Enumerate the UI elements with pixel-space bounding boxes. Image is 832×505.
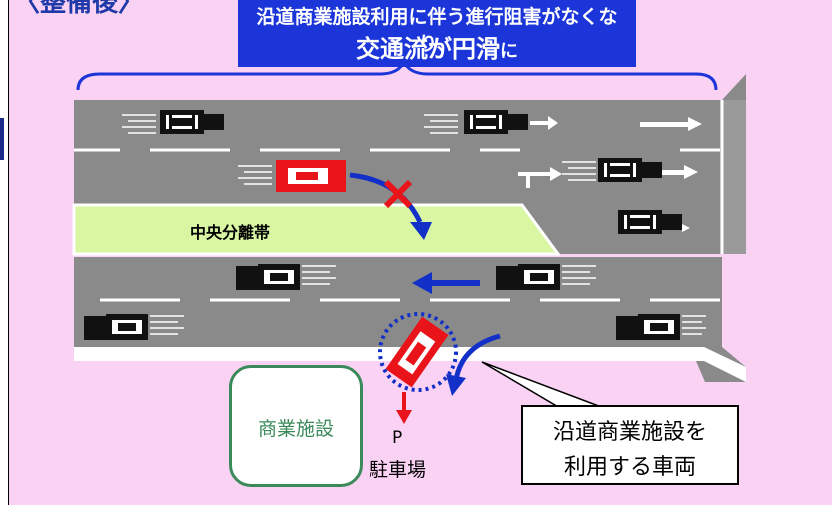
headline-line-2: 交通流が円滑に — [238, 29, 636, 64]
headline-banner: 沿道商業施設利用に伴う進行阻害がなくなり、 交通流が円滑に — [238, 0, 636, 67]
left-tab-marker — [0, 118, 4, 160]
upper-roadway — [74, 74, 746, 254]
left-border — [0, 0, 9, 505]
highlighted-car-icon — [385, 316, 449, 388]
section-brace — [76, 58, 718, 91]
sidewalk-strip — [74, 347, 704, 361]
commercial-facility: 商業施設 — [229, 365, 363, 487]
car-icon — [84, 314, 184, 340]
car-icon — [496, 264, 596, 290]
callout-line-1: 沿道商業施設を — [552, 420, 707, 445]
median-label: 中央分離帯 — [190, 223, 271, 242]
car-icon — [616, 314, 706, 340]
highlighted-car-icon — [237, 160, 346, 192]
road-arrow-marking — [518, 117, 702, 188]
flow-arrow-icon — [412, 272, 480, 294]
parking-label: 駐車場 — [369, 459, 427, 481]
car-icon — [236, 264, 336, 290]
callout-line-2: 利用する車両 — [563, 455, 696, 480]
blocked-x-icon — [383, 179, 413, 209]
section-heading: 〈整備後〉 — [14, 0, 145, 18]
facility-label: 商業施設 — [257, 418, 334, 440]
parking-symbol: P — [392, 428, 403, 448]
headline-main: 交通流が円滑 — [356, 35, 500, 63]
callout-box: 沿道商業施設を 利用する車両 — [521, 405, 739, 485]
headline-line-1: 沿道商業施設利用に伴う進行阻害がなくなり、 — [256, 6, 618, 55]
central-median — [72, 203, 561, 256]
dotted-circle-icon — [378, 312, 458, 392]
callout-pointer — [481, 361, 605, 409]
flow-arrow-icon — [410, 222, 432, 240]
turn-in-arrow — [453, 333, 501, 381]
headline-suffix: に — [500, 41, 518, 62]
right-roadway-edge — [720, 100, 746, 254]
flow-arrow-icon — [446, 374, 466, 396]
